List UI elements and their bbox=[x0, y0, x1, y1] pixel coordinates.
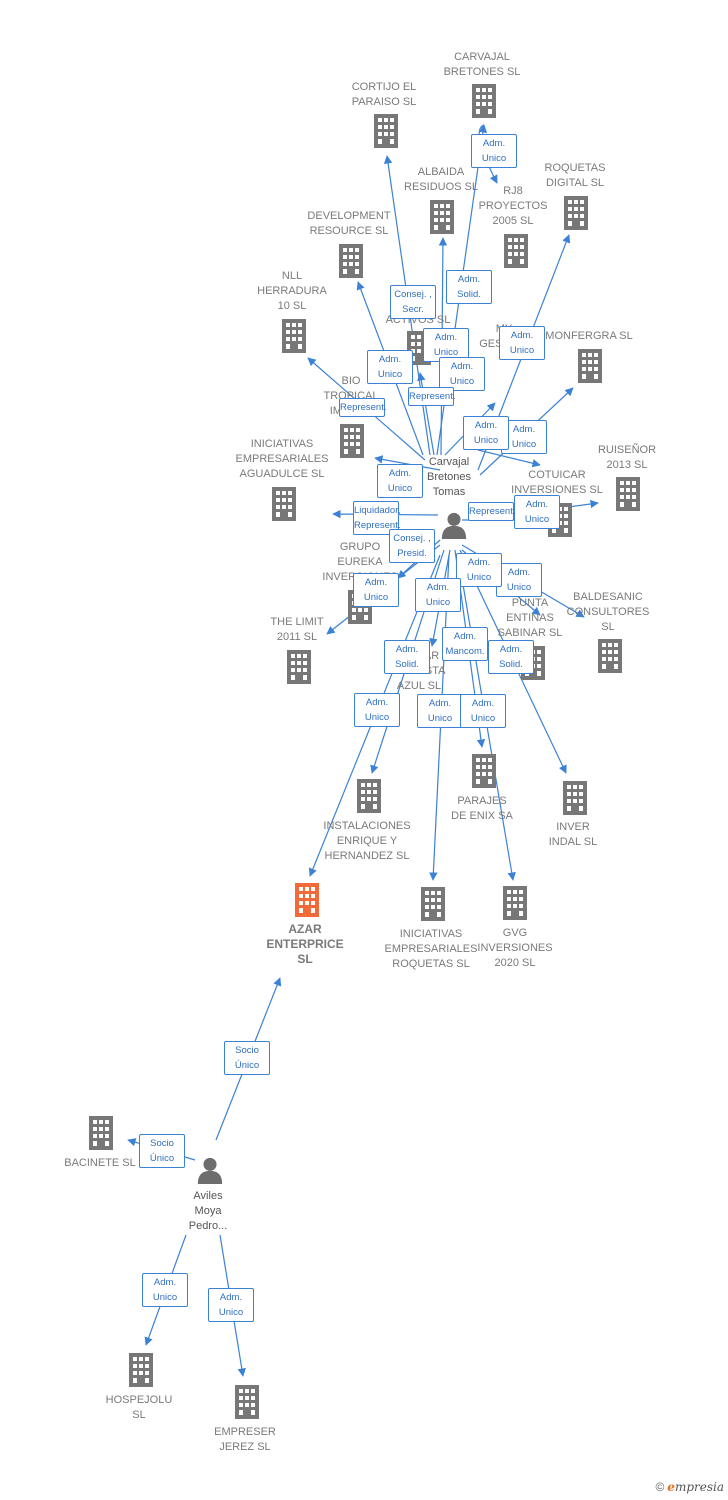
edge-label-e19[interactable]: Adm. Unico bbox=[456, 553, 502, 587]
edge-label-e13[interactable]: Adm. Unico bbox=[514, 495, 560, 529]
node-label-iniciativas_aguadulce[interactable]: INICIATIVAS EMPRESARIALES AGUADULCE SL bbox=[235, 438, 329, 480]
edge-label-e22[interactable]: Adm. Mancom. bbox=[442, 627, 488, 661]
building-icon[interactable] bbox=[129, 1353, 153, 1387]
edge-line-carvajal_person-activos bbox=[417, 372, 435, 456]
building-icon[interactable] bbox=[357, 779, 381, 813]
edge-label-e17[interactable]: Adm. Unico bbox=[353, 573, 399, 607]
node-label-albaida[interactable]: ALBAIDA RESIDUOS SL bbox=[404, 166, 478, 193]
building-icon[interactable] bbox=[374, 114, 398, 148]
building-icon[interactable] bbox=[272, 487, 296, 521]
edge-label-e24[interactable]: Adm. Unico bbox=[354, 693, 400, 727]
edge-label-e2[interactable]: Adm. Solid. bbox=[446, 270, 492, 304]
person-icon[interactable] bbox=[441, 512, 467, 539]
building-icon[interactable] bbox=[504, 234, 528, 268]
building-icon[interactable] bbox=[472, 84, 496, 118]
edge-label-e11[interactable]: Adm. Unico bbox=[463, 416, 509, 450]
node-label-carvajal_person[interactable]: Carvajal Bretones Tomas bbox=[426, 456, 472, 498]
building-icon[interactable] bbox=[503, 886, 527, 920]
node-label-monfergra[interactable]: MONFERGRA SL bbox=[545, 330, 633, 342]
edge-label-e25[interactable]: Adm. Unico bbox=[417, 694, 463, 728]
building-icon[interactable] bbox=[235, 1385, 259, 1419]
edge-line-carvajal_person-cotuicar bbox=[477, 449, 541, 468]
edge-label-e26[interactable]: Adm. Unico bbox=[460, 694, 506, 728]
node-label-cotuicar[interactable]: COTUICAR INVERSIONES SL bbox=[511, 469, 603, 496]
edge-label-e30[interactable]: Adm. Unico bbox=[208, 1288, 254, 1322]
edge-label-e9[interactable]: Represent. bbox=[408, 387, 455, 406]
edge-label-e20[interactable]: Adm. Unico bbox=[415, 578, 461, 612]
brand-logo: empresia bbox=[667, 1480, 724, 1494]
node-label-gvg[interactable]: GVG INVERSIONES 2020 SL bbox=[477, 927, 553, 969]
edge-label-e6[interactable]: Adm. Unico bbox=[367, 350, 413, 384]
node-label-azar[interactable]: AZAR ENTERPRICE SL bbox=[266, 922, 344, 966]
edge-label-e1[interactable]: Consej. , Secr. bbox=[390, 285, 436, 319]
node-label-parajes[interactable]: PARAJES DE ENIX SA bbox=[451, 795, 513, 822]
node-label-cortijo_paraiso[interactable]: CORTIJO EL PARAISO SL bbox=[351, 81, 417, 108]
copyright-icon: © bbox=[655, 1480, 665, 1494]
node-label-punta_entinas[interactable]: PUNTA ENTINAS SABINAR SL bbox=[497, 597, 563, 639]
building-icon[interactable] bbox=[295, 883, 319, 917]
edge-label-e15[interactable]: Represent. bbox=[468, 502, 515, 521]
edge-label-e21[interactable]: Adm. Solid. bbox=[384, 640, 430, 674]
node-label-roquetas_digital[interactable]: ROQUETAS DIGITAL SL bbox=[544, 162, 606, 189]
edge-label-e23[interactable]: Adm. Solid. bbox=[488, 640, 534, 674]
edge-label-e5[interactable]: Adm. Unico bbox=[499, 326, 545, 360]
edge-label-e8[interactable]: Adm. Unico bbox=[439, 357, 485, 391]
node-label-rj8[interactable]: RJ8 PROYECTOS 2005 SL bbox=[478, 185, 548, 227]
copyright-footer[interactable]: ©empresia bbox=[655, 1480, 724, 1494]
node-label-hospejolu[interactable]: HOSPEJOLU SL bbox=[105, 1394, 173, 1421]
node-label-aviles_person[interactable]: Aviles Moya Pedro... bbox=[188, 1190, 228, 1232]
person-icon[interactable] bbox=[197, 1157, 223, 1184]
node-label-the_limit[interactable]: THE LIMIT 2011 SL bbox=[270, 616, 324, 643]
building-icon[interactable] bbox=[89, 1116, 113, 1150]
node-label-iniciativas_roquetas[interactable]: INICIATIVAS EMPRESARIALES ROQUETAS SL bbox=[384, 928, 478, 970]
node-label-nll[interactable]: NLL HERRADURA 10 SL bbox=[257, 270, 327, 312]
node-label-carvajal_bretones_sl[interactable]: CARVAJAL BRETONES SL bbox=[443, 51, 521, 78]
edge-label-e7[interactable]: Represent. bbox=[339, 398, 386, 417]
building-icon[interactable] bbox=[287, 650, 311, 684]
building-icon[interactable] bbox=[282, 319, 306, 353]
node-label-ruisenor[interactable]: RUISEÑOR 2013 SL bbox=[597, 444, 657, 471]
edge-label-e12[interactable]: Adm. Unico bbox=[377, 464, 423, 498]
building-icon[interactable] bbox=[421, 887, 445, 921]
edge-label-e29[interactable]: Adm. Unico bbox=[142, 1273, 188, 1307]
node-label-baldesanic[interactable]: BALDESANIC CONSULTORES SL bbox=[566, 591, 650, 633]
edge-label-e27[interactable]: Socio Único bbox=[224, 1041, 270, 1075]
building-icon[interactable] bbox=[578, 349, 602, 383]
node-label-instalaciones[interactable]: INSTALACIONES ENRIQUE Y HERNANDEZ SL bbox=[323, 820, 411, 862]
node-label-development[interactable]: DEVELOPMENT RESOURCE SL bbox=[307, 210, 391, 237]
building-icon[interactable] bbox=[472, 754, 496, 788]
edge-label-e16[interactable]: Consej. , Presid. bbox=[389, 529, 435, 563]
building-icon[interactable] bbox=[598, 639, 622, 673]
node-label-bacinete[interactable]: BACINETE SL bbox=[64, 1157, 136, 1169]
node-label-empreser[interactable]: EMPRESER JEREZ SL bbox=[214, 1426, 276, 1453]
edge-label-e18[interactable]: Adm. Unico bbox=[496, 563, 542, 597]
building-icon[interactable] bbox=[563, 781, 587, 815]
edge-label-e4[interactable]: Adm. Unico bbox=[423, 328, 469, 362]
edge-label-e28[interactable]: Socio Único bbox=[139, 1134, 185, 1168]
node-label-inver_indal[interactable]: INVER INDAL SL bbox=[548, 821, 598, 848]
edge-label-e3[interactable]: Adm. Unico bbox=[471, 134, 517, 168]
